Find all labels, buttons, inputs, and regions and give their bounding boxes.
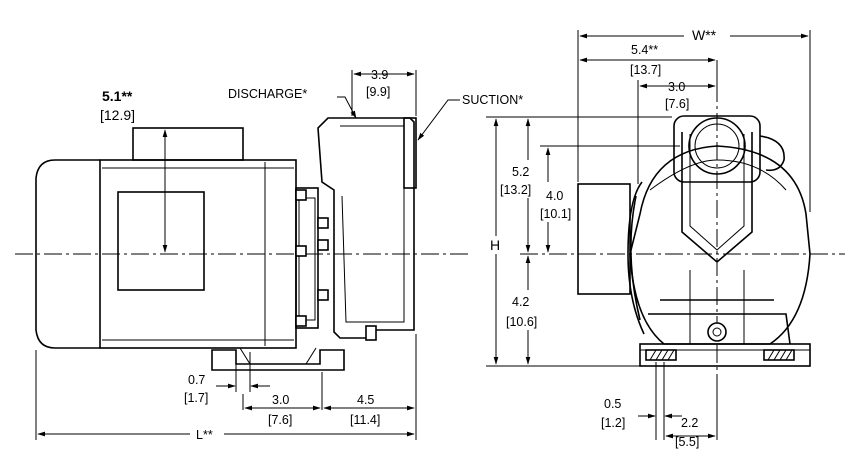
foot-slot-right [763,349,795,361]
end-view: W** 5.4** [13.7] 3.0 [7.6] H 5.2 [13.2] … [486,26,845,449]
motor-height-primary: 5.1** [102,88,133,104]
suction-port [403,117,417,189]
conduit-box [132,127,244,161]
foot-hole-secondary: [1.7] [184,391,208,405]
end-base [639,343,811,367]
foot-span-primary: 3.0 [272,393,289,407]
side-view: 5.1** [12.9] DISCHARGE* 3.9 [9.9] SUCTIO… [15,68,523,442]
upper-height-secondary: [13.2] [500,183,531,197]
end-suction-port [688,117,746,175]
suction-height-primary: 4.0 [546,189,563,203]
foot-hole-primary: 0.7 [188,373,205,387]
suction-offset-secondary: [7.6] [665,97,689,111]
foot-offset-secondary: [5.5] [675,435,699,449]
casing-bolt [365,325,377,341]
lower-height-secondary: [10.6] [506,315,537,329]
discharge-label: DISCHARGE* [228,87,307,101]
foot-span-secondary: [7.6] [268,413,292,427]
overall-width-label: W** [692,27,717,43]
suction-label: SUCTION* [462,93,523,107]
foot-offset-primary: 2.2 [681,416,698,430]
adapter-bolts [295,189,329,327]
motor-end-cover [35,159,100,349]
suction-height-secondary: [10.1] [540,207,571,221]
drain-plug [707,322,727,342]
upper-height-primary: 5.2 [512,165,529,179]
end-volute [681,132,753,264]
end-discharge-block [577,183,631,295]
foot-slot-secondary: [1.2] [601,416,625,430]
nameplate [117,191,205,291]
suction-offset-primary: 3.0 [668,80,685,94]
lower-height-primary: 4.2 [512,295,529,309]
motor-height-secondary: [12.9] [100,107,135,123]
pump-casing [317,117,415,339]
overall-height-label: H [490,237,500,253]
motor-adapter [295,187,319,329]
pump-length-secondary: [11.4] [350,413,380,427]
foot-slot-primary: 0.5 [604,397,621,411]
end-motor-outline [629,145,811,345]
end-suction-housing [673,115,761,183]
foot-slot-left [645,349,677,361]
pump-length-primary: 4.5 [357,393,374,407]
pump-depth-secondary: [9.9] [366,85,390,99]
overall-length-label: L** [196,428,213,442]
pump-depth-primary: 3.9 [371,68,388,82]
width-half-primary: 5.4** [631,43,658,57]
width-half-secondary: [13.7] [630,63,661,77]
motor-feet [211,349,345,371]
